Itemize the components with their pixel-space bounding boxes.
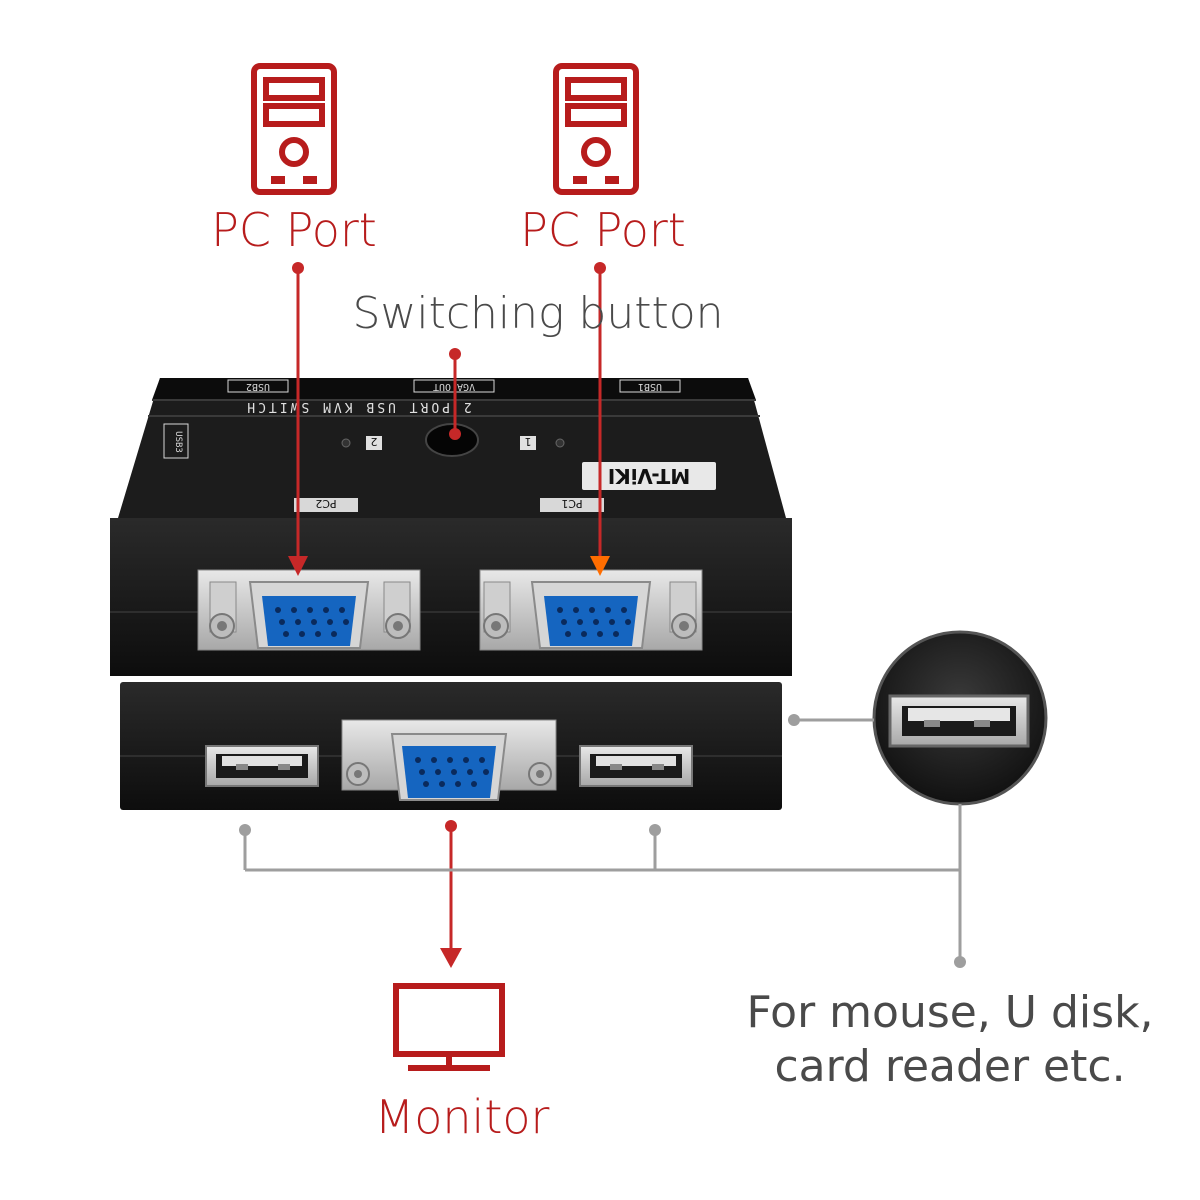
pc-tower-icon-left [251, 63, 337, 195]
switching-button-pointer [449, 348, 461, 440]
monitor-icon [393, 983, 505, 1071]
vga-port-pc2 [197, 569, 421, 651]
pc-port-label-right: PC Port [520, 203, 686, 257]
led-2 [341, 438, 351, 448]
pc-port-label-left: PC Port [211, 203, 377, 257]
brand-name: MT-ViKI [608, 464, 690, 488]
label-pc2: PC2 [315, 497, 336, 510]
pc-tower-icon-right [553, 63, 639, 195]
usb-note: For mouse, U disk, card reader etc. [730, 986, 1170, 1094]
brand-badge [582, 462, 716, 490]
usb-port-left [205, 745, 319, 787]
usb-zoom-bubble [872, 630, 1048, 806]
usb-note-line1: For mouse, U disk, [746, 987, 1154, 1038]
led-1 [555, 438, 565, 448]
led-number-2: 2 [371, 435, 378, 448]
usb-connector-lines [239, 714, 966, 968]
label-pc1: PC1 [561, 497, 582, 510]
label-usb3: USB3 [173, 431, 183, 453]
pc-port-right-arrow [590, 262, 610, 576]
monitor-arrow [440, 820, 462, 968]
switching-button-label: Switching button [352, 288, 724, 339]
kvm-switch-device: USB2 VGA OUT USB1 2 PORT USB KVM SWITCH … [110, 378, 792, 810]
usb-port-right [579, 745, 693, 787]
led-number-1: 1 [525, 435, 532, 448]
vga-port-pc1 [479, 569, 703, 651]
switching-button[interactable] [425, 423, 479, 457]
vga-pins [275, 607, 349, 637]
usb-note-line2: card reader etc. [774, 1041, 1126, 1092]
vga-port-monitor-out [341, 719, 557, 801]
device-model-strip: 2 PORT USB KVM SWITCH [244, 399, 471, 414]
pc-port-left-arrow [288, 262, 308, 576]
label-usb1: USB1 [638, 381, 662, 392]
label-usb2: USB2 [246, 381, 270, 392]
monitor-label: Monitor [374, 1090, 550, 1144]
